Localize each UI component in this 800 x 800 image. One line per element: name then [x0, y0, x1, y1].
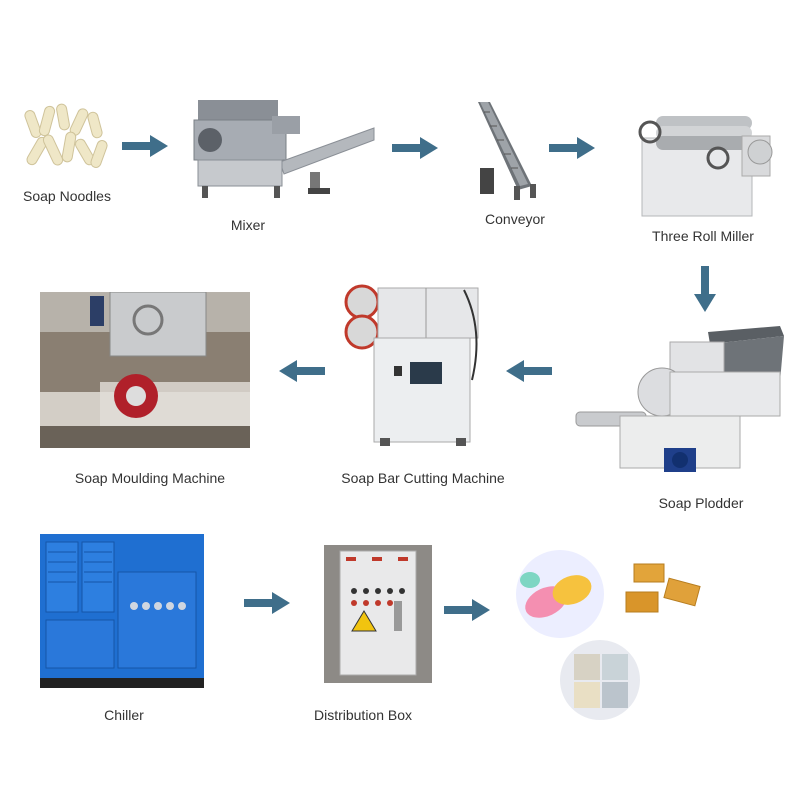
arrow-right-icon [549, 137, 595, 159]
three-roll-miller-image [632, 108, 780, 220]
arrow-right-icon [392, 137, 438, 159]
label-mixer: Mixer [230, 217, 266, 233]
mixer-image [180, 92, 376, 200]
conveyor-image [470, 98, 540, 202]
soap-noodles-image [22, 100, 110, 178]
arrow-right-icon [122, 135, 168, 157]
chiller-image [38, 532, 208, 690]
distribution-box-image [324, 545, 432, 683]
arrow-right-icon [444, 599, 490, 621]
label-soap-plodder: Soap Plodder [658, 495, 744, 511]
arrow-down-icon [694, 266, 716, 312]
label-soap-bar-cutting-machine: Soap Bar Cutting Machine [341, 470, 505, 486]
arrow-right-icon [244, 592, 290, 614]
label-conveyor: Conveyor [485, 211, 545, 227]
arrow-left-icon [506, 360, 552, 382]
finished-soap-image [510, 550, 710, 720]
soap-plodder-image [570, 322, 790, 482]
soap-moulding-machine-image [40, 292, 250, 448]
label-soap-noodles: Soap Noodles [23, 188, 111, 204]
label-distribution-box: Distribution Box [313, 707, 413, 723]
label-chiller: Chiller [104, 707, 144, 723]
label-three-roll-miller: Three Roll Miller [652, 228, 754, 244]
soap-bar-cutting-machine-image [340, 270, 490, 450]
arrow-left-icon [279, 360, 325, 382]
label-soap-moulding-machine: Soap Moulding Machine [74, 470, 226, 486]
